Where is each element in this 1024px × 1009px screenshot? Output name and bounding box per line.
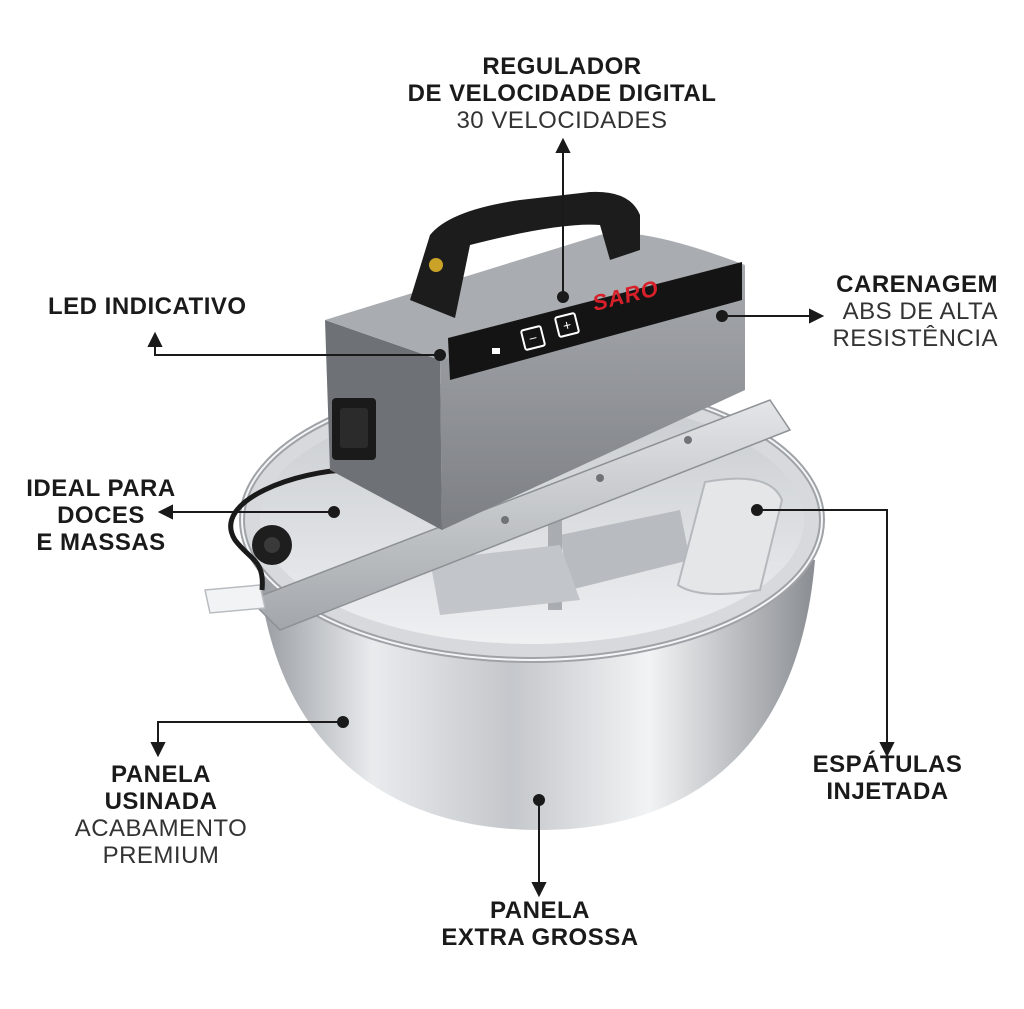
callout-housing-subtitle-1: ABS DE ALTA [842, 297, 998, 325]
callout-spatula-line-2: INJETADA [826, 777, 949, 805]
callout-machined-line-1: PANELA [111, 761, 211, 788]
callout-machined-line-4: PREMIUM [102, 841, 220, 869]
callout-speed-regulator: REGULADOR DE VELOCIDADE DIGITAL 30 VELOC… [392, 53, 732, 135]
callout-ideal-line-3: E MASSAS [36, 528, 166, 556]
callout-led: LED INDICATIVO [48, 293, 247, 321]
callout-ideal: IDEAL PARA DOCES E MASSAS [16, 475, 186, 557]
power-cable [228, 467, 351, 591]
callout-machined-line-3: ACABAMENTO [74, 814, 248, 842]
callout-spatula-line-1: ESPÁTULAS [812, 751, 963, 778]
callout-spatula: ESPÁTULAS INJETADA [800, 751, 975, 806]
carry-handle [410, 191, 640, 318]
callout-thick-line-2: EXTRA GROSSA [441, 923, 639, 951]
motor-housing-side [325, 320, 442, 530]
support-bar [248, 399, 792, 631]
callout-speed-title-2: DE VELOCIDADE DIGITAL [407, 79, 717, 107]
led-indicator [492, 348, 500, 354]
callout-housing-title: CARENAGEM [836, 271, 998, 298]
callout-thick-line-1: PANELA [490, 897, 590, 924]
callout-machined-line-2: USINADA [104, 787, 218, 815]
spatula-blade-left [560, 510, 690, 590]
callout-ideal-line-2: DOCES [57, 501, 145, 529]
handle-screw [429, 258, 443, 272]
callout-housing-subtitle-2: RESISTÊNCIA [832, 324, 998, 352]
callout-led-title: LED INDICATIVO [48, 293, 247, 320]
rim-clamp [204, 584, 266, 614]
callout-housing: CARENAGEM ABS DE ALTA RESISTÊNCIA [790, 271, 998, 353]
control-panel-strip [448, 262, 742, 380]
callout-speed-subtitle: 30 VELOCIDADES [456, 106, 668, 134]
callout-ideal-line-1: IDEAL PARA [26, 475, 176, 502]
motor-housing-front [440, 265, 745, 530]
callout-speed-title-1: REGULADOR [482, 53, 642, 80]
callout-machined: PANELA USINADA ACABAMENTO PREMIUM [56, 761, 266, 870]
spatula-blade-right [430, 545, 580, 615]
callout-thick: PANELA EXTRA GROSSA [410, 897, 670, 952]
motor-housing-top [325, 233, 745, 360]
